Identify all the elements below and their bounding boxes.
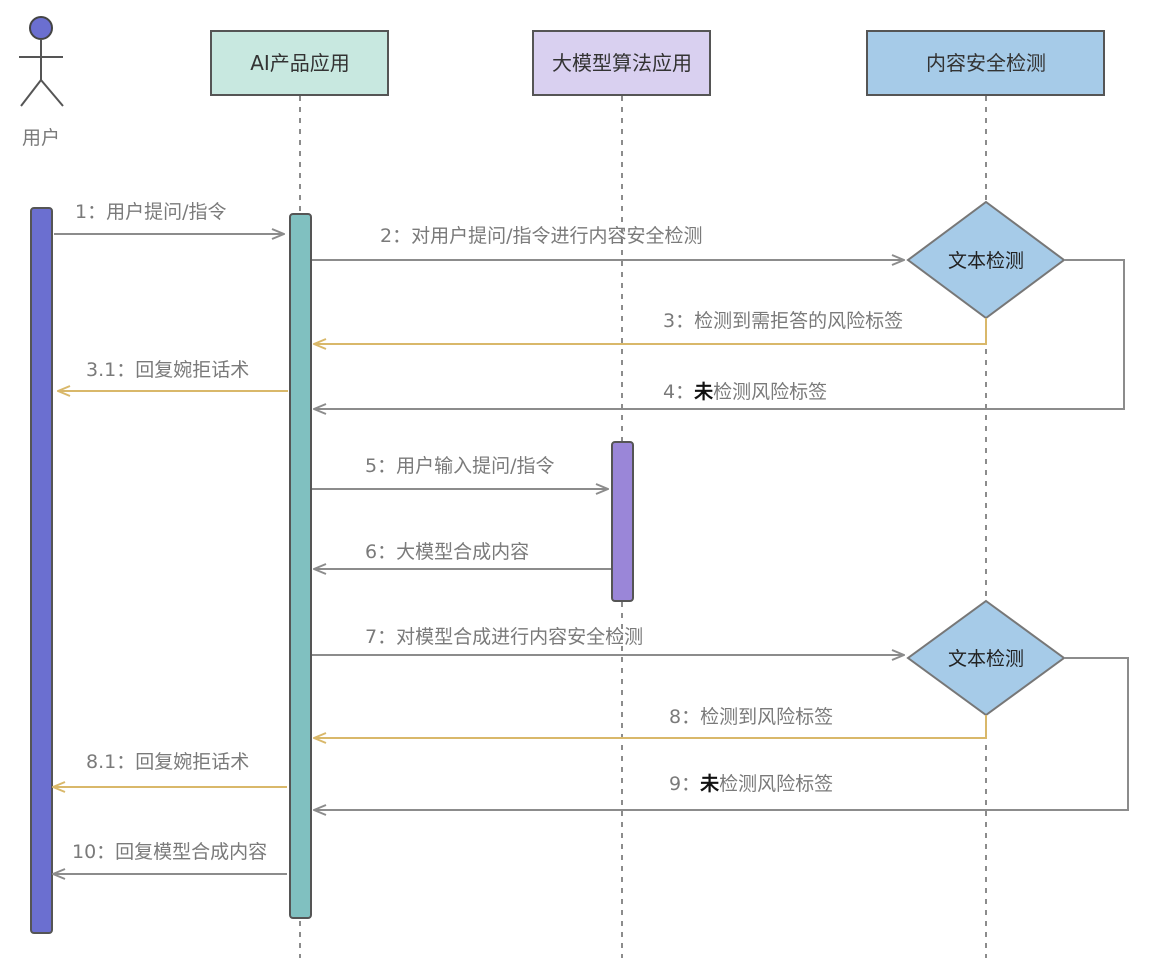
message-label-5: 5：用户输入提问/指令 xyxy=(365,455,555,477)
message-label-7: 7：对模型合成进行内容安全检测 xyxy=(365,626,643,648)
message-label-9: 9：未检测风险标签 xyxy=(669,772,833,795)
message-label-8: 8：检测到风险标签 xyxy=(669,706,833,728)
message-arrow-9 xyxy=(314,657,1129,810)
participant-label-ai-app: AI产品应用 xyxy=(250,51,350,75)
user-activation-bar xyxy=(30,207,53,934)
message-label-3: 3：检测到需拒答的风险标签 xyxy=(663,310,903,332)
decision-label-2: 文本检测 xyxy=(948,648,1024,670)
message-arrow-8 xyxy=(314,715,987,738)
message-label-10: 10：回复模型合成内容 xyxy=(72,841,267,863)
participant-box-ai-app xyxy=(210,30,389,96)
participant-label-llm-app: 大模型算法应用 xyxy=(552,51,692,75)
user-actor-icon xyxy=(19,16,64,107)
decision-label-1: 文本检测 xyxy=(948,250,1024,272)
participant-label-safety: 内容安全检测 xyxy=(926,51,1046,75)
message-label-8-1: 8.1：回复婉拒话术 xyxy=(86,751,249,773)
participant-box-llm-app xyxy=(532,30,711,96)
message-label-6: 6：大模型合成内容 xyxy=(365,541,529,563)
message-label-1: 1：用户提问/指令 xyxy=(75,201,227,223)
actor-label: 用户 xyxy=(22,127,60,149)
participant-box-safety xyxy=(866,30,1105,96)
ai-app-activation-bar xyxy=(289,213,312,919)
message-label-2: 2：对用户提问/指令进行内容安全检测 xyxy=(380,225,703,247)
message-arrow-4 xyxy=(314,259,1125,409)
message-label-3-1: 3.1：回复婉拒话术 xyxy=(86,359,249,381)
message-arrow-3 xyxy=(314,318,987,344)
llm-app-activation-bar xyxy=(611,441,634,602)
message-label-4: 4：未检测风险标签 xyxy=(663,380,827,403)
